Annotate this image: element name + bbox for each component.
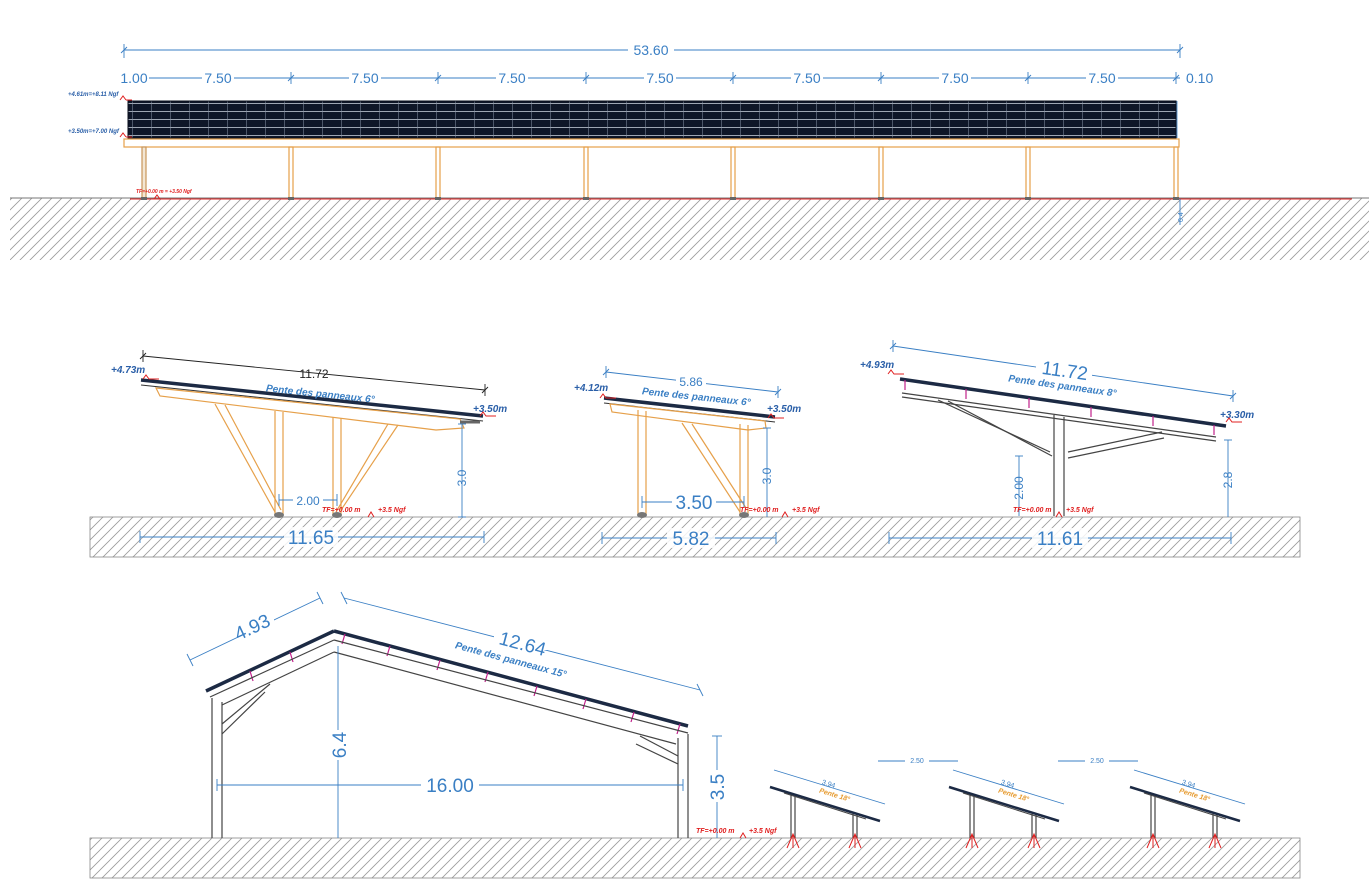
section-a-slope: Pente des panneaux 6° [265,383,376,405]
section-d-eave: 3.5 [708,774,729,800]
end-offset-dim: 0.10 [1186,70,1213,86]
level-low-label: +3.50m=+7.00 Ngf [68,129,120,135]
section-d-span: 16.00 [426,776,474,797]
section-c-ngf: +3.5 Ngf [1066,507,1094,514]
span-dim-6: 7.50 [941,70,968,86]
panel-array [128,101,1176,138]
ground-mount-2-slope: Pente 18° [997,787,1030,804]
level-top-label: +4.61m=+8.11 Ngf [68,92,119,98]
section-b-ngf: +3.5 Ngf [792,507,820,514]
section-b-low-level: +3.50m [767,404,801,415]
section-c: 11.72 Pente des panneaux 8° +4.93m +3.30… [860,340,1254,550]
section-c-post-height: 2.00 [1012,476,1026,500]
span-dim-5: 7.50 [793,70,820,86]
elevation-view: 53.60 1.00 7.50 7.50 7.50 7.50 7.50 7.50… [10,42,1369,260]
section-ground-bottom [89,837,1301,879]
foundation-depth-dim: 0.4 [1178,212,1185,222]
ground-mount-2: 3.94 Pente 18° [948,769,1065,849]
ground-mount-1-panel: 3.94 [821,779,836,790]
ground-mount-gap-2: 2.50 [1090,758,1104,765]
section-d-ngf: +3.5 Ngf [749,828,777,835]
section-d-ridge: 6.4 [330,731,351,758]
span-dim-2: 7.50 [351,70,378,86]
section-a-base: 11.65 [288,528,334,549]
section-b-base: 5.82 [673,529,710,550]
section-b-high-level: +4.12m [574,383,608,394]
span-dim-3: 7.50 [498,70,525,86]
elevation-posts [141,146,1179,199]
section-a-high-level: +4.73m [111,365,145,376]
ground-mount-3-slope: Pente 18° [1178,787,1211,804]
section-d: Pente des panneaux 15° 4.93 12.64 6.4 3.… [186,591,777,839]
ground-mount-2-panel: 3.94 [1000,779,1015,790]
section-b: 5.86 Pente des panneaux 6° +4.12m +3.50m… [574,366,820,550]
section-c-height: 2.8 [1221,471,1235,488]
total-length-dim: 53.60 [633,42,668,58]
section-c-base: 11.61 [1037,529,1083,550]
section-b-post-gap: 3.50 [676,493,713,514]
elevation-ground-label: TF=+0.00 m = +3.50 Ngf [136,189,193,195]
section-a-tf: TF=+0.00 m [322,507,361,514]
main-beam [123,138,1180,148]
section-a-ngf: +3.5 Ngf [378,507,406,514]
section-b-tf: TF=+0.00 m [740,507,779,514]
ground-mount-1: 3.94 Pente 18° [769,769,886,849]
ground-mounts: 3.94 Pente 18° 2.50 3.94 Pente 18° [769,756,1246,849]
section-a-length: 11.72 [299,367,328,381]
span-dim-4: 7.50 [646,70,673,86]
section-c-tf: TF=+0.00 m [1013,507,1052,514]
elevation-ground [10,198,1369,260]
section-c-high-level: +4.93m [860,360,894,371]
section-b-length: 5.86 [679,375,703,389]
ground-mount-3-panel: 3.94 [1181,779,1196,790]
section-a-post-gap: 2.00 [296,494,320,508]
ground-mount-1-slope: Pente 18° [818,787,851,804]
ground-mount-gap-1: 2.50 [910,758,924,765]
section-a-low-level: +3.50m [473,404,507,415]
start-offset-dim: 1.00 [120,70,147,86]
section-d-tf: TF=+0.00 m [696,828,735,835]
span-dim-7: 7.50 [1088,70,1115,86]
section-c-low-level: +3.30m [1220,410,1254,421]
ground-mount-3: 3.94 Pente 18° [1129,769,1246,849]
section-a-height: 3.0 [455,469,469,486]
section-b-height: 3.0 [760,467,774,484]
span-dim-1: 7.50 [204,70,231,86]
